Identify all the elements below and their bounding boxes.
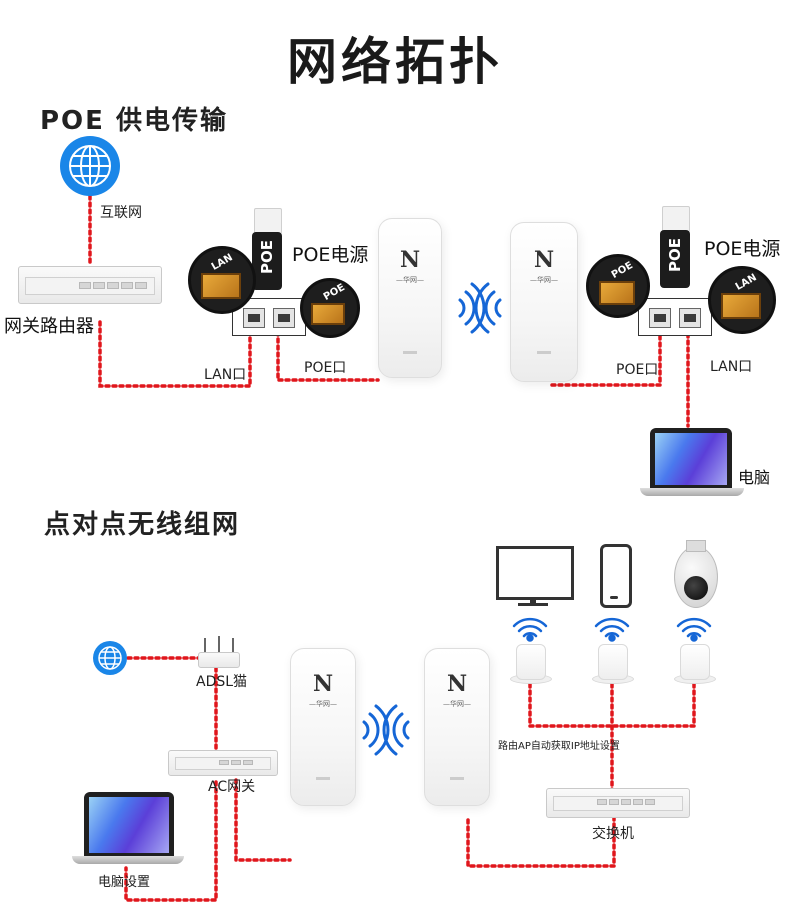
gateway-router [18,266,162,304]
laptop-base [640,488,744,496]
wire-gateway-lan [98,320,252,388]
internet-label: 互联网 [100,205,142,221]
ap-device-2 [598,644,628,680]
adsl-modem [198,652,240,668]
camera-lens [684,576,708,600]
lan-port-zoom-left: LAN [188,246,256,314]
poe-injector-right: POE [660,230,690,288]
injector-ports-right [638,298,712,336]
wire-poe-cpe1 [276,330,380,382]
poe-port-label-right: POE口 [616,362,659,378]
wire-ac-cpe [234,778,292,862]
poe-injector-left: POE [252,232,282,290]
lan-port-label-left: LAN口 [204,367,247,383]
plug-icon [254,208,282,234]
laptop-icon-2 [84,792,174,856]
ap-wifi-icons [512,617,712,642]
poe-port-label-left: POE口 [304,360,347,376]
lan-port-label-right: LAN口 [710,359,753,375]
wire-ap3 [528,682,696,728]
wifi-signal-1 [458,282,502,334]
laptop-icon [650,428,732,488]
cpe-device-1: N —华网— [378,218,442,378]
switch-label: 交换机 [592,826,634,842]
wire-ac-laptop [124,780,218,902]
plug-icon-right [662,206,690,232]
network-switch [546,788,690,818]
computer-label: 电脑 [738,468,771,487]
poe-power-label-left: POE电源 [292,244,369,266]
adsl-label: ADSL猫 [196,674,248,690]
wire-cpe-switch [466,814,616,868]
ac-label: AC网关 [208,779,256,795]
page-title: 网络拓扑 [287,33,503,91]
computer-settings-label: 电脑设置 [98,875,151,890]
gateway-label: 网关路由器 [4,316,94,337]
wifi-signal-2 [362,704,410,756]
cpe-device-2: N —华网— [510,222,578,382]
ap-device-3 [680,644,710,680]
section-title-p2p: 点对点无线组网 [44,510,241,540]
cpe-device-3: N —华网— [290,648,356,806]
wire-cpe2-poe [550,332,662,387]
ac-gateway [168,750,278,776]
lan-port-zoom-right: LAN [708,266,776,334]
ap-auto-ip-note: 路由AP自动获取IP地址设置 [498,741,620,752]
poe-port-zoom-left: POE [300,278,360,338]
globe-icon-small [93,641,127,675]
globe-icon-large [60,136,120,196]
monitor-icon [496,546,574,600]
poe-port-zoom-right: POE [586,254,650,318]
poe-power-label-right: POE电源 [704,238,781,260]
cpe-device-4: N —华网— [424,648,490,806]
laptop-base-2 [72,856,184,864]
section-title-poe: POE 供电传输 [40,106,228,136]
ap-device-1 [516,644,546,680]
